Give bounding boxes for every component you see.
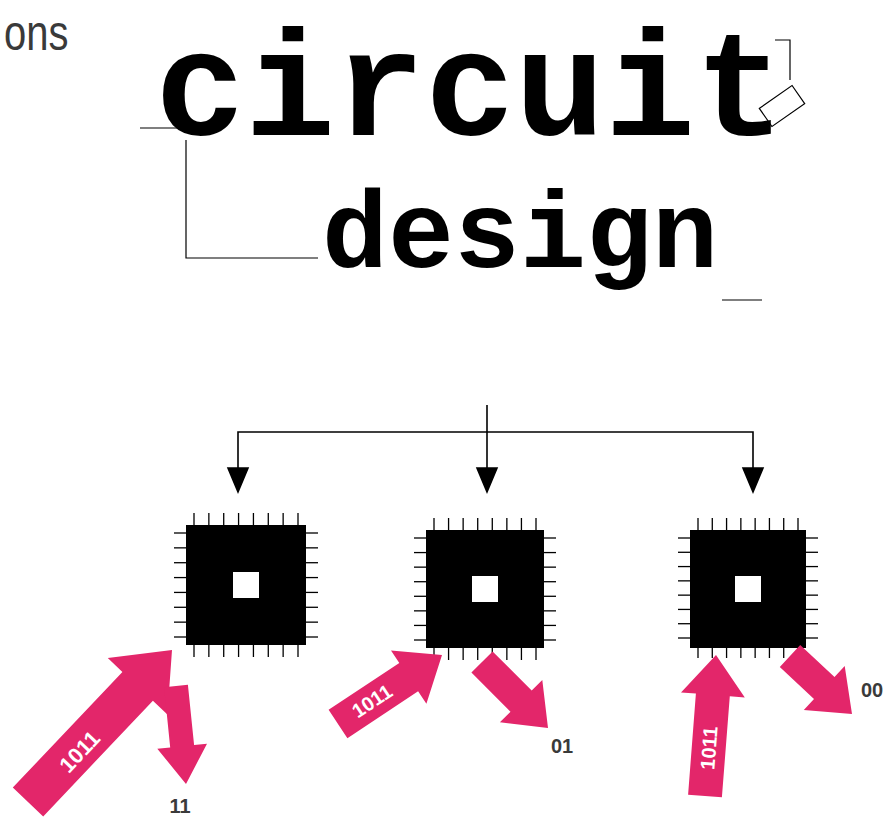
chip-core <box>735 576 761 602</box>
output-bits: 01 <box>551 736 573 756</box>
chip-body <box>186 525 306 645</box>
signal-arrow <box>13 650 172 816</box>
signal-arrow <box>780 645 852 714</box>
tree-arrows <box>228 405 763 492</box>
output-bits: 00 <box>861 680 883 700</box>
chip-body <box>690 530 806 648</box>
page-title: ons <box>4 8 69 58</box>
output-bits: 11 <box>169 796 190 816</box>
logo-word: design <box>322 183 718 293</box>
chip-pins <box>174 513 818 660</box>
chip-core <box>472 576 498 602</box>
signal-arrow <box>471 651 548 728</box>
signal-arrow <box>157 685 207 784</box>
logo-word: circuit <box>155 20 785 170</box>
signal-arrow <box>329 650 442 738</box>
chip-body <box>426 530 544 648</box>
chip-core <box>233 572 259 598</box>
signal-arrow <box>681 655 745 797</box>
input-bits: 1011 <box>697 726 720 771</box>
chips <box>186 525 806 648</box>
signal-arrows <box>13 645 852 816</box>
